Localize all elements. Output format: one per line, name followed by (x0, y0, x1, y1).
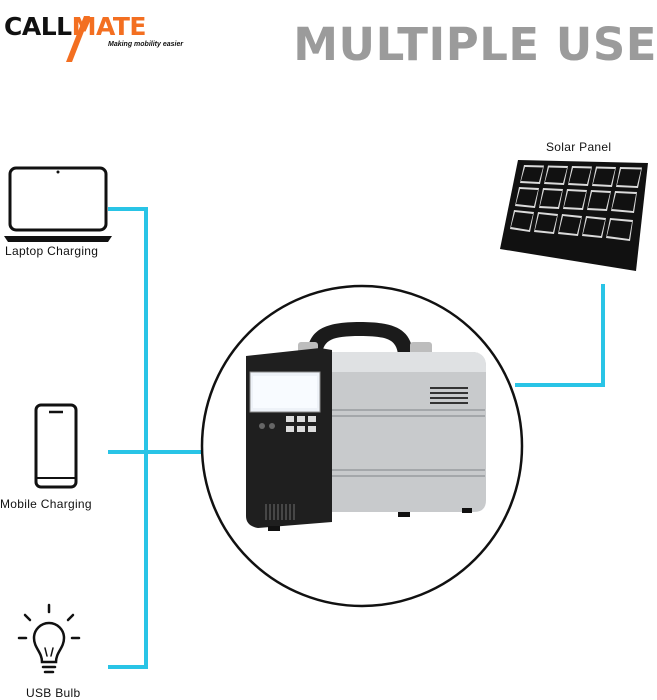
solar-panel-icon (500, 160, 648, 271)
headline: MULTIPLE USE (293, 18, 657, 71)
label-solar: Solar Panel (546, 140, 612, 154)
brand-logo: CALLMATE Making mobility easier (4, 12, 183, 62)
smartphone-icon (34, 403, 78, 489)
brand-tagline: Making mobility easier (108, 41, 184, 48)
laptop-icon (4, 166, 112, 242)
lightbulb-icon (17, 603, 81, 674)
label-mobile: Mobile Charging (0, 497, 92, 511)
label-laptop: Laptop Charging (5, 244, 99, 258)
label-bulb: USB Bulb (26, 686, 81, 700)
brand-name-part1: CALL (4, 12, 72, 41)
connector-laptop (108, 207, 148, 669)
connector-solar (515, 284, 605, 387)
connector-lines (108, 207, 605, 669)
portable-power-station-icon (246, 322, 486, 531)
logo-swoosh-icon (66, 16, 90, 62)
